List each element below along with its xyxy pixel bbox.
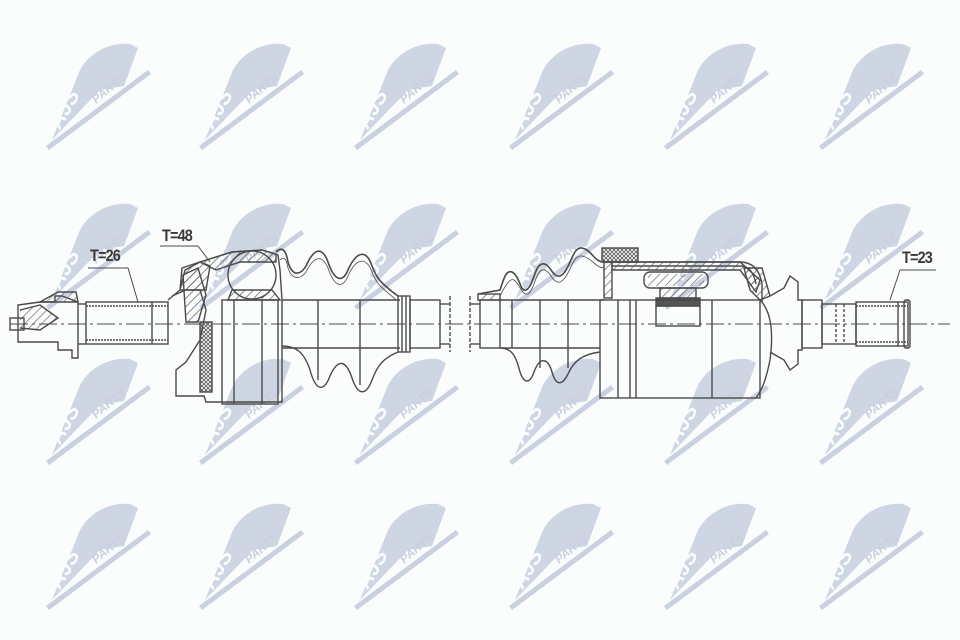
abs-tone-ring <box>199 321 213 393</box>
spline-count-label-abs: T=48 <box>162 226 193 245</box>
inner-joint-housing <box>599 247 773 399</box>
leader-lines <box>88 245 936 303</box>
spline-count-label-right: T=23 <box>902 248 933 267</box>
right-stub <box>769 274 911 372</box>
right-boot <box>477 247 605 384</box>
left-stub <box>9 291 169 359</box>
outer-cv-joint <box>167 249 283 405</box>
spline-count-label-left: T=26 <box>90 246 121 265</box>
left-boot <box>275 248 400 393</box>
